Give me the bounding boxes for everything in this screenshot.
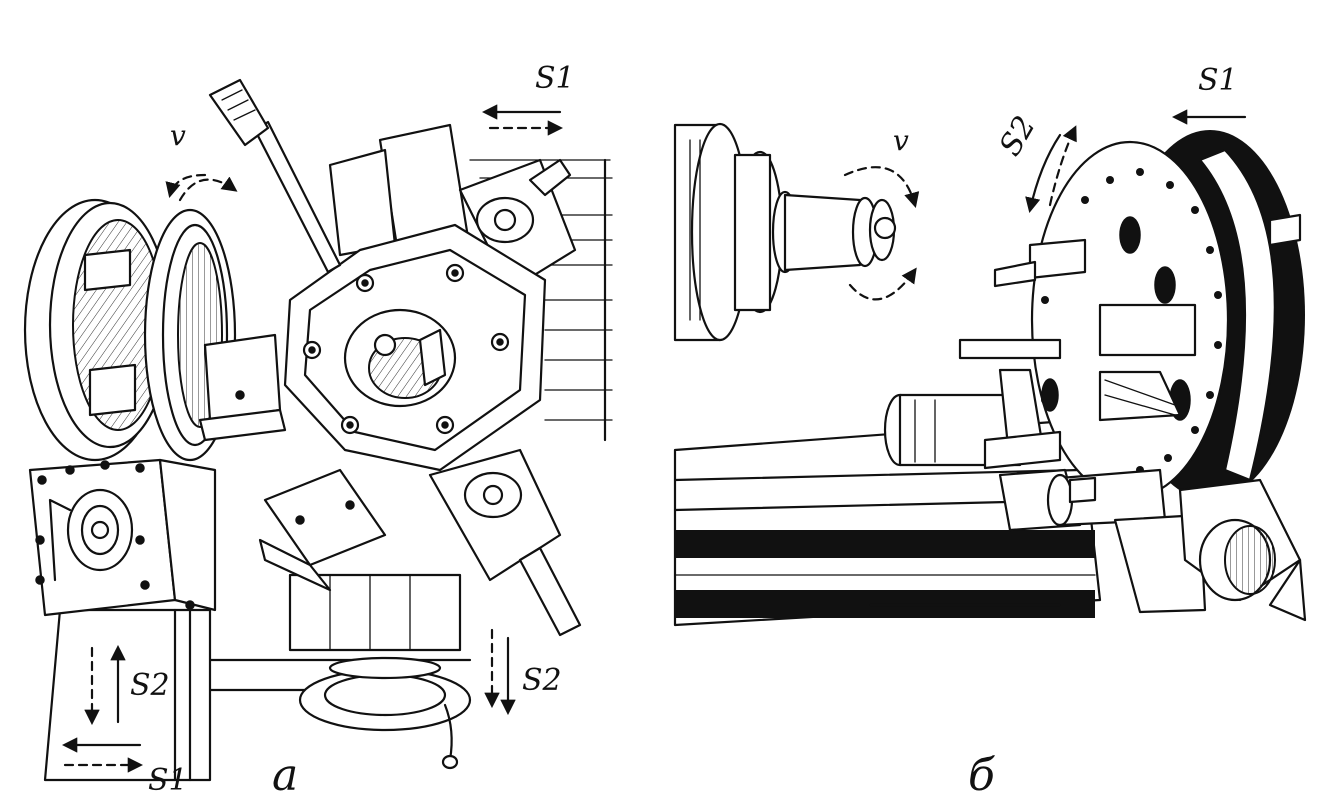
lathe-bed — [673, 418, 1102, 627]
rotation-arrow-v-a — [165, 173, 238, 202]
feed-arrow-s2-b — [1025, 125, 1077, 214]
hex-turret — [198, 123, 582, 637]
label-v-a: v — [170, 119, 186, 152]
label-s2-b: S2 — [993, 110, 1043, 162]
feed-box — [28, 458, 217, 617]
rotation-arrow-v-b — [843, 166, 920, 301]
feed-arrow-s2-right — [484, 628, 516, 716]
cross-slide — [198, 573, 472, 692]
label-s2-right: S2 — [522, 663, 562, 698]
headstock-spindle — [673, 122, 897, 342]
panel-a-letter: а — [272, 750, 298, 801]
feed-arrow-s2-left — [84, 644, 126, 726]
feed-arrow-s1-top — [481, 104, 564, 136]
turret-disk — [958, 130, 1305, 500]
panel-b-letter: б — [968, 750, 995, 801]
label-s1-bottom: S1 — [148, 763, 188, 798]
label-s1-top: S1 — [535, 61, 575, 96]
feed-arrow-s1-bottom — [61, 737, 144, 773]
tool-carriage — [883, 368, 1307, 622]
label-s2-left: S2 — [130, 668, 170, 703]
panel-a-horizontal-turret: v S1 S2 S2 S1 а — [23, 61, 613, 801]
label-s1-b: S1 — [1198, 63, 1238, 98]
panel-b-vertical-turret-disk: v — [673, 63, 1307, 801]
column — [43, 608, 212, 782]
lever-handle — [208, 78, 342, 274]
label-v-b: v — [893, 124, 909, 157]
handwheel — [298, 656, 472, 770]
